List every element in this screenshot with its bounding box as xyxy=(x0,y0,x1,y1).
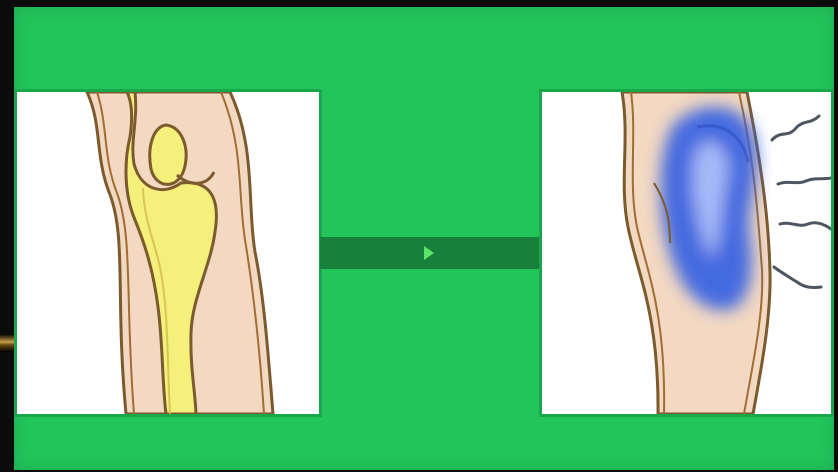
play-icon[interactable] xyxy=(424,246,434,260)
gold-accent-line xyxy=(0,334,14,352)
left-knee-panel xyxy=(14,89,322,417)
knee-bone-illustration xyxy=(17,92,319,414)
connector-bar xyxy=(320,237,542,269)
green-slide xyxy=(14,7,834,470)
bruised-knee-illustration xyxy=(542,92,831,414)
right-knee-panel xyxy=(539,89,834,417)
